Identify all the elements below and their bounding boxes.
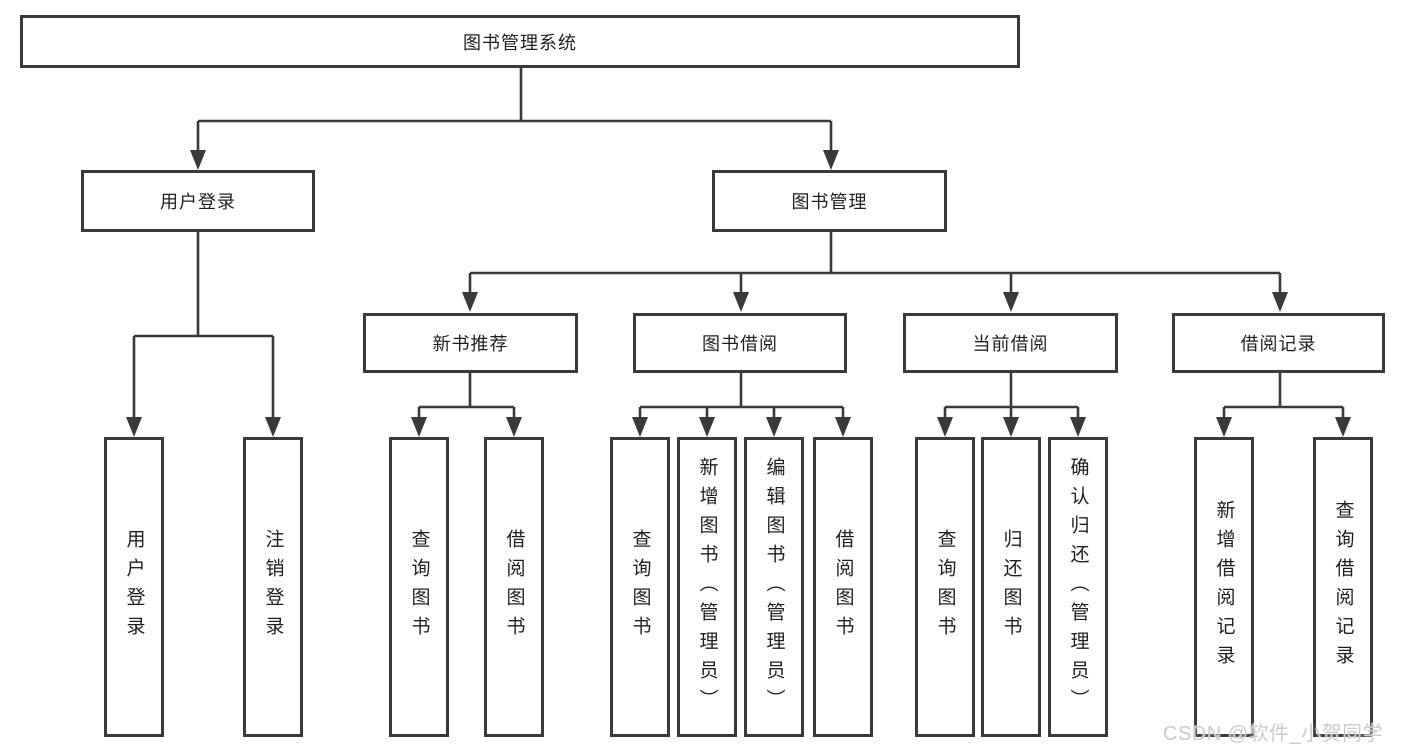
node-label: 图书借阅: [702, 334, 778, 354]
connector-borrow-records: [1222, 372, 1345, 421]
arrowhead-icon: [126, 417, 142, 437]
leaf-add-borrow-record: 新增借阅记录: [1194, 437, 1254, 737]
arrowhead-icon: [411, 417, 427, 437]
arrowhead-icon: [823, 150, 839, 170]
node-label: 用户登录: [160, 192, 236, 212]
arrowhead-icon: [733, 292, 749, 312]
leaf-user-login: 用户登录: [104, 437, 164, 737]
node-label: 查询图书: [408, 529, 430, 645]
leaf-query-books-recommend: 查询图书: [389, 437, 449, 737]
arrowhead-icon: [1003, 292, 1019, 312]
connector-current-borrow: [943, 372, 1080, 421]
node-label: 图书管理系统: [463, 32, 577, 53]
arrowhead-icon: [1335, 417, 1351, 437]
connector-user-login: [132, 231, 275, 421]
arrowhead-icon: [462, 292, 478, 312]
node-borrow-records: 借阅记录: [1172, 313, 1385, 373]
connector-book-management: [468, 231, 1282, 296]
arrowhead-icon: [1070, 417, 1086, 437]
leaf-borrow-books-recommend: 借阅图书: [484, 437, 544, 737]
node-label: 查询图书: [934, 529, 956, 645]
leaf-confirm-return-admin: 确认归还（管理员）: [1048, 437, 1108, 737]
arrowhead-icon: [265, 417, 281, 437]
arrowhead-icon: [937, 417, 953, 437]
node-book-borrow: 图书借阅: [633, 313, 847, 373]
arrowhead-icon: [632, 417, 648, 437]
csdn-watermark: CSDN @软件_小贺同学: [1163, 723, 1384, 745]
arrowhead-icon: [766, 417, 782, 437]
node-new-book-recommend: 新书推荐: [363, 313, 578, 373]
leaf-borrow-books: 借阅图书: [813, 437, 873, 737]
connector-book-borrow: [638, 372, 845, 421]
node-label: 查询图书: [629, 529, 651, 645]
node-label: 注销登录: [262, 529, 284, 645]
leaf-edit-book-admin: 编辑图书（管理员）: [744, 437, 804, 737]
node-label: 确认归还（管理员）: [1067, 456, 1089, 718]
arrowhead-icon: [835, 417, 851, 437]
node-label: 用户登录: [123, 529, 145, 645]
node-library-management-system: 图书管理系统: [20, 15, 1020, 68]
node-label: 借阅图书: [832, 529, 854, 645]
arrowhead-icon: [506, 417, 522, 437]
connector-new-book-recommend: [417, 372, 516, 421]
connector-root: [196, 67, 833, 154]
node-label: 编辑图书（管理员）: [763, 456, 785, 718]
leaf-query-books-borrow: 查询图书: [610, 437, 670, 737]
arrowhead-icon: [699, 417, 715, 437]
arrowhead-icon: [1216, 417, 1232, 437]
node-label: 归还图书: [1000, 529, 1022, 645]
leaf-add-book-admin: 新增图书（管理员）: [677, 437, 737, 737]
node-label: 新书推荐: [432, 334, 509, 354]
node-label: 新增图书（管理员）: [696, 456, 718, 718]
arrowhead-icon: [1272, 292, 1288, 312]
arrowhead-icon: [1003, 417, 1019, 437]
node-label: 借阅记录: [1240, 334, 1317, 354]
node-label: 当前借阅: [972, 334, 1049, 354]
node-label: 查询借阅记录: [1332, 500, 1354, 674]
node-book-management-module: 图书管理: [712, 170, 947, 232]
leaf-query-books-current: 查询图书: [915, 437, 975, 737]
leaf-query-borrow-record: 查询借阅记录: [1313, 437, 1373, 737]
leaf-return-book: 归还图书: [981, 437, 1041, 737]
leaf-logout: 注销登录: [243, 437, 303, 737]
node-user-login-module: 用户登录: [81, 170, 315, 232]
node-label: 新增借阅记录: [1213, 500, 1235, 674]
arrowhead-icon: [190, 150, 206, 170]
node-current-borrow: 当前借阅: [903, 313, 1118, 373]
node-label: 图书管理: [791, 192, 868, 212]
node-label: 借阅图书: [503, 529, 525, 645]
